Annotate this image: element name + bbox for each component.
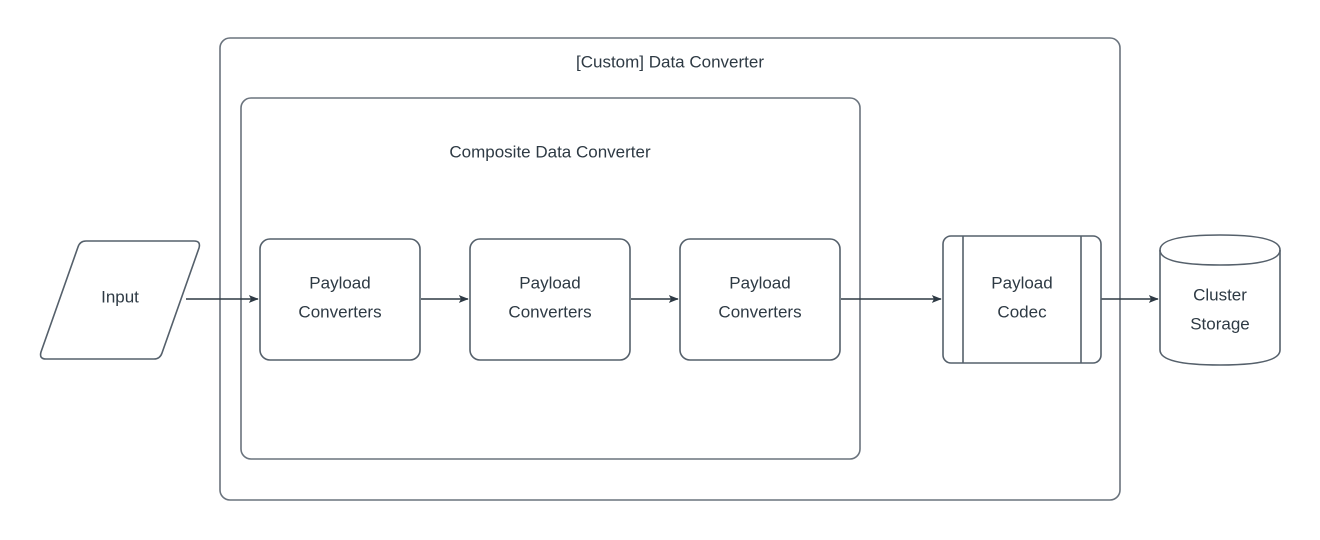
node-payload-codec-label-line-1: Payload <box>991 273 1052 292</box>
node-cluster-storage-label-line-1: Cluster <box>1193 285 1247 304</box>
node-cluster-storage[interactable]: Cluster Storage <box>1159 234 1281 366</box>
node-payload-codec[interactable]: Payload Codec <box>942 235 1102 364</box>
node-payload-converters-3[interactable]: Payload Converters <box>679 238 841 361</box>
node-input-label: Input <box>101 287 139 306</box>
node-payload-converters-2-label-line-1: Payload <box>519 273 580 292</box>
node-payload-converters-1-shape <box>259 238 421 361</box>
node-payload-converters-1[interactable]: Payload Converters <box>259 238 421 361</box>
node-payload-converters-2[interactable]: Payload Converters <box>469 238 631 361</box>
node-payload-codec-label-line-2: Codec <box>997 302 1047 321</box>
container-custom-data-converter-title: [Custom] Data Converter <box>576 52 764 71</box>
node-cluster-storage-top-ellipse <box>1159 249 1281 266</box>
node-payload-converters-3-label-line-2: Converters <box>718 302 801 321</box>
node-cluster-storage-body <box>1159 234 1281 366</box>
node-input-shape <box>39 240 201 360</box>
node-payload-converters-3-shape <box>679 238 841 361</box>
node-cluster-storage-label-line-2: Storage <box>1190 314 1250 333</box>
node-payload-converters-1-label-line-2: Converters <box>298 302 381 321</box>
node-input[interactable]: Input <box>39 240 201 360</box>
node-payload-converters-3-label-line-1: Payload <box>729 273 790 292</box>
container-composite-data-converter-title: Composite Data Converter <box>449 142 651 161</box>
node-payload-converters-2-label-line-2: Converters <box>508 302 591 321</box>
node-payload-converters-2-shape <box>469 238 631 361</box>
node-payload-converters-1-label-line-1: Payload <box>309 273 370 292</box>
node-payload-codec-shape <box>942 235 1102 364</box>
